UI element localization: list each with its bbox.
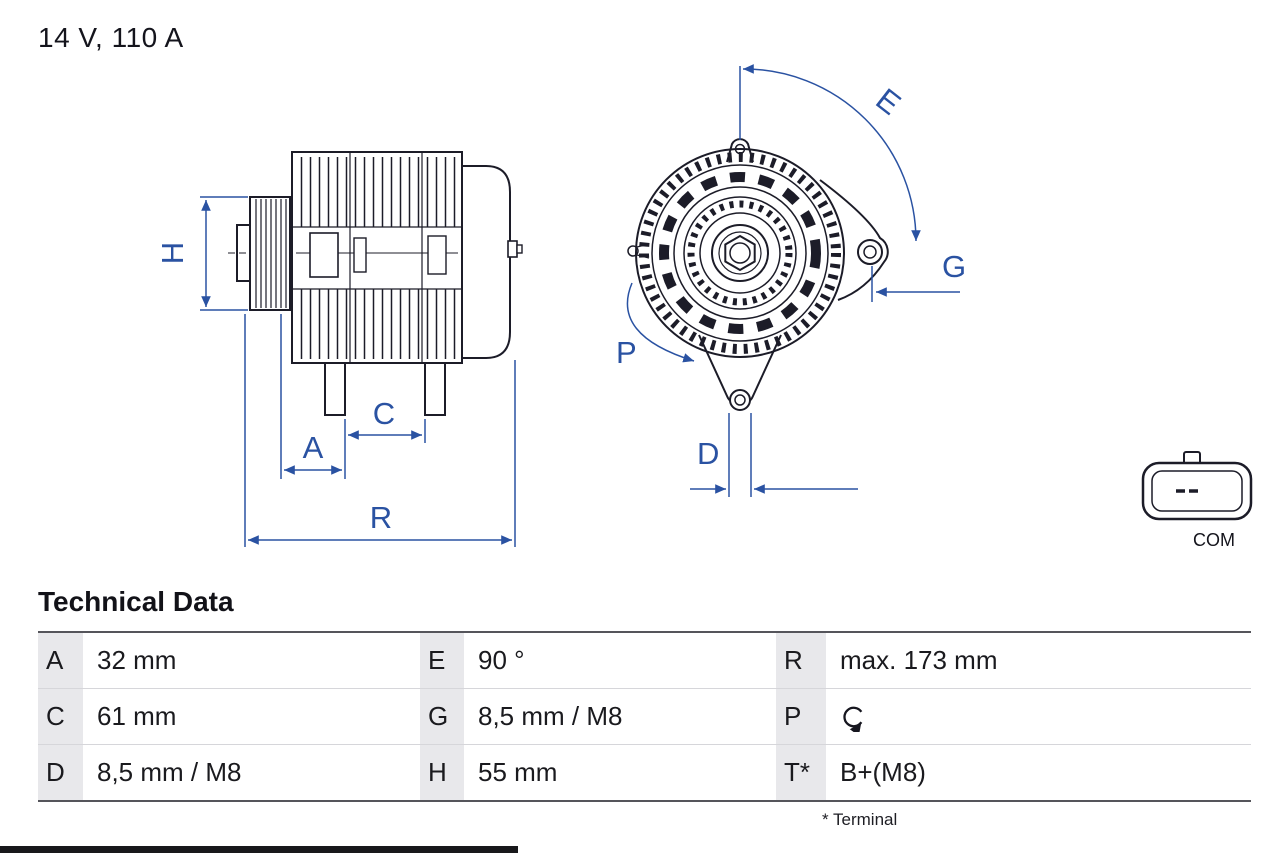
- terminal-stud: [507, 240, 518, 258]
- dimension-H: [200, 196, 248, 311]
- dimension-R: [244, 314, 516, 547]
- technical-data-table: A 32 mm E 90 ° R max. 173 mm C 61 mm G 8…: [38, 631, 1251, 802]
- table-value-G: 8,5 mm / M8: [478, 701, 623, 731]
- label-A: A: [303, 430, 324, 465]
- alternator-diagram: H A C R E G P D COM: [155, 64, 1253, 550]
- table-value-C: 61 mm: [97, 701, 177, 731]
- table-key-R: R: [776, 633, 826, 688]
- front-view: [627, 138, 889, 411]
- bottom-lug-hole: [729, 389, 751, 411]
- label-R: R: [370, 500, 392, 535]
- right-lug-hole: [857, 239, 883, 265]
- table-row: C 61 mm G 8,5 mm / M8 P: [38, 689, 1251, 745]
- mounting-foot-right: [424, 362, 446, 416]
- dimensions-front-view: [626, 64, 960, 497]
- left-tab: [627, 245, 639, 257]
- table-value-D: 8,5 mm / M8: [97, 757, 242, 787]
- right-mounting-lug: [819, 179, 889, 301]
- dimension-E: [739, 64, 921, 242]
- dimension-C: [348, 419, 426, 443]
- label-P: P: [616, 335, 637, 370]
- rotation-ccw-icon: [843, 706, 863, 732]
- label-C: C: [373, 396, 395, 431]
- technical-data-section: Technical Data A 32 mm E 90 ° R max. 173…: [38, 586, 1251, 830]
- alternator-body: [291, 151, 463, 364]
- table-value-H: 55 mm: [478, 757, 558, 787]
- label-E: E: [869, 81, 907, 121]
- dimension-A: [280, 314, 346, 479]
- table-value-P: [826, 689, 1251, 744]
- table-key-D: D: [38, 745, 83, 800]
- table-key-A: A: [38, 633, 83, 688]
- table-key-E: E: [420, 633, 464, 688]
- table-key-T: T*: [776, 745, 826, 800]
- label-H: H: [155, 242, 190, 264]
- mounting-foot-left: [324, 362, 346, 416]
- table-value-R: max. 173 mm: [840, 645, 998, 675]
- shaft-nut: [724, 234, 756, 272]
- table-value-E: 90 °: [478, 645, 525, 675]
- bottom-edge-line: [0, 846, 518, 853]
- table-key-G: G: [420, 689, 464, 744]
- table-row: D 8,5 mm / M8 H 55 mm T* B+(M8): [38, 745, 1251, 800]
- label-D: D: [697, 436, 719, 471]
- connector-label: COM: [1193, 530, 1235, 550]
- table-key-H: H: [420, 745, 464, 800]
- dimension-G: [871, 266, 960, 302]
- table-value-A: 32 mm: [97, 645, 177, 675]
- belt-pulley: [236, 196, 291, 311]
- label-G: G: [942, 249, 966, 284]
- dimensions-side-view: [200, 196, 516, 547]
- dimension-P: [626, 282, 695, 363]
- technical-data-heading: Technical Data: [38, 586, 234, 617]
- com-connector-icon: COM: [1141, 451, 1253, 550]
- table-key-P: P: [776, 689, 826, 744]
- terminal-footnote: * Terminal: [822, 810, 898, 829]
- dimension-D: [690, 413, 858, 497]
- rear-cover: [461, 165, 523, 359]
- table-key-C: C: [38, 689, 83, 744]
- table-row: A 32 mm E 90 ° R max. 173 mm: [38, 633, 1251, 689]
- side-view: [228, 151, 523, 416]
- table-value-T: B+(M8): [840, 757, 926, 787]
- spec-title: 14 V, 110 A: [38, 22, 184, 53]
